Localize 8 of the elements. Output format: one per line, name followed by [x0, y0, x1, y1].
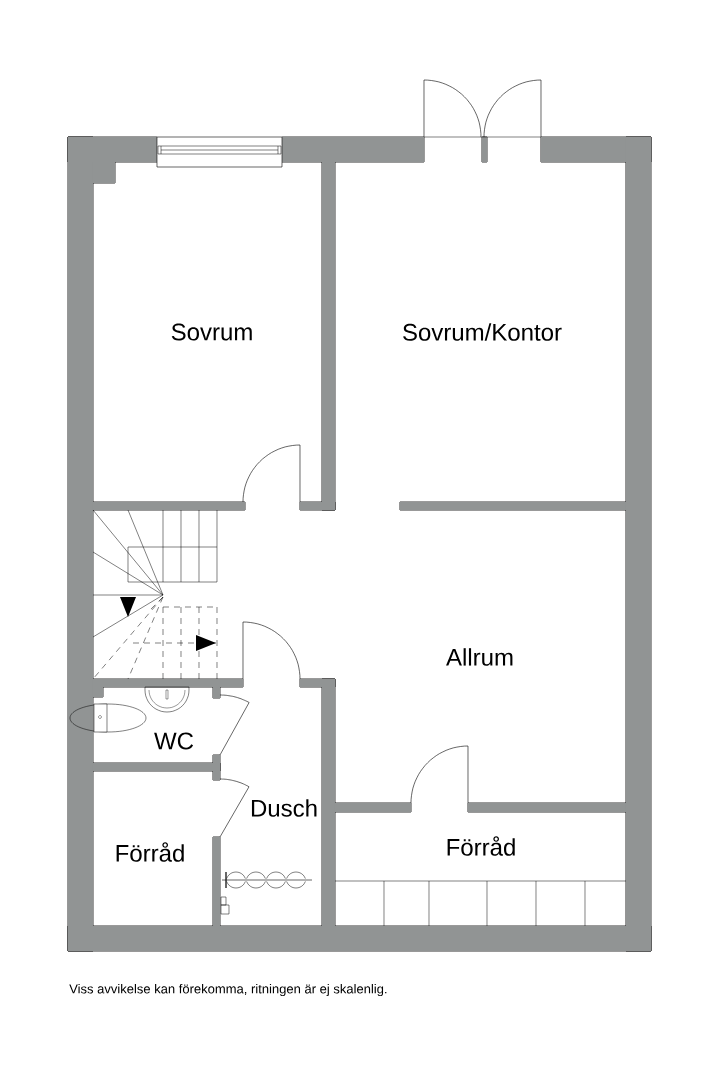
room-label: Dusch: [251, 799, 317, 817]
room-label: Sovrum: [171, 323, 252, 341]
room-label: Allrum: [446, 648, 513, 666]
room-label: Sovrum/Kontor: [403, 323, 562, 341]
room-label: WC: [154, 732, 194, 750]
disclaimer-note: Viss avvikelse kan förekomma, ritningen är ej skalenlig.: [69, 983, 387, 997]
room-label: Förråd: [447, 836, 515, 856]
room-label: Förråd: [116, 842, 184, 862]
